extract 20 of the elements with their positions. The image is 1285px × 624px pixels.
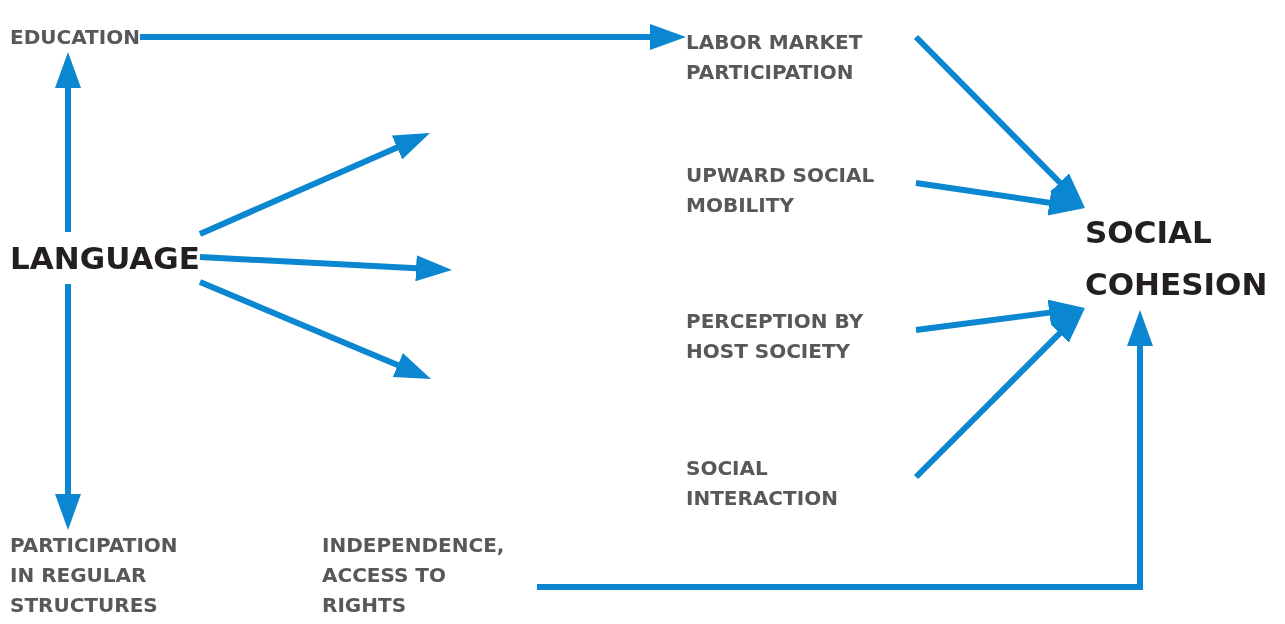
concept-label: PARTICIPATION IN REGULAR STRUCTURES <box>10 530 200 620</box>
arrow <box>198 279 431 379</box>
arrow <box>915 180 1085 216</box>
arrow <box>915 299 1085 333</box>
arrow <box>55 284 81 530</box>
arrow <box>198 133 430 237</box>
arrow <box>199 254 452 282</box>
arrow <box>913 308 1085 480</box>
concept-label: UPWARD SOCIAL MOBILITY <box>686 160 916 220</box>
concept-label: EDUCATION <box>10 22 140 52</box>
arrow <box>913 34 1085 208</box>
concept-label: LABOR MARKET PARTICIPATION <box>686 27 916 87</box>
main-concept-label: SOCIAL COHESION <box>1085 206 1285 310</box>
arrow <box>55 52 81 232</box>
concept-label: INDEPENDENCE, ACCESS TO RIGHTS <box>322 530 537 620</box>
concept-label: SOCIAL INTERACTION <box>686 453 916 513</box>
arrow <box>139 24 686 50</box>
main-concept-label: LANGUAGE <box>10 232 200 284</box>
concept-label: PERCEPTION BY HOST SOCIETY <box>686 306 916 366</box>
arrow <box>537 310 1153 590</box>
